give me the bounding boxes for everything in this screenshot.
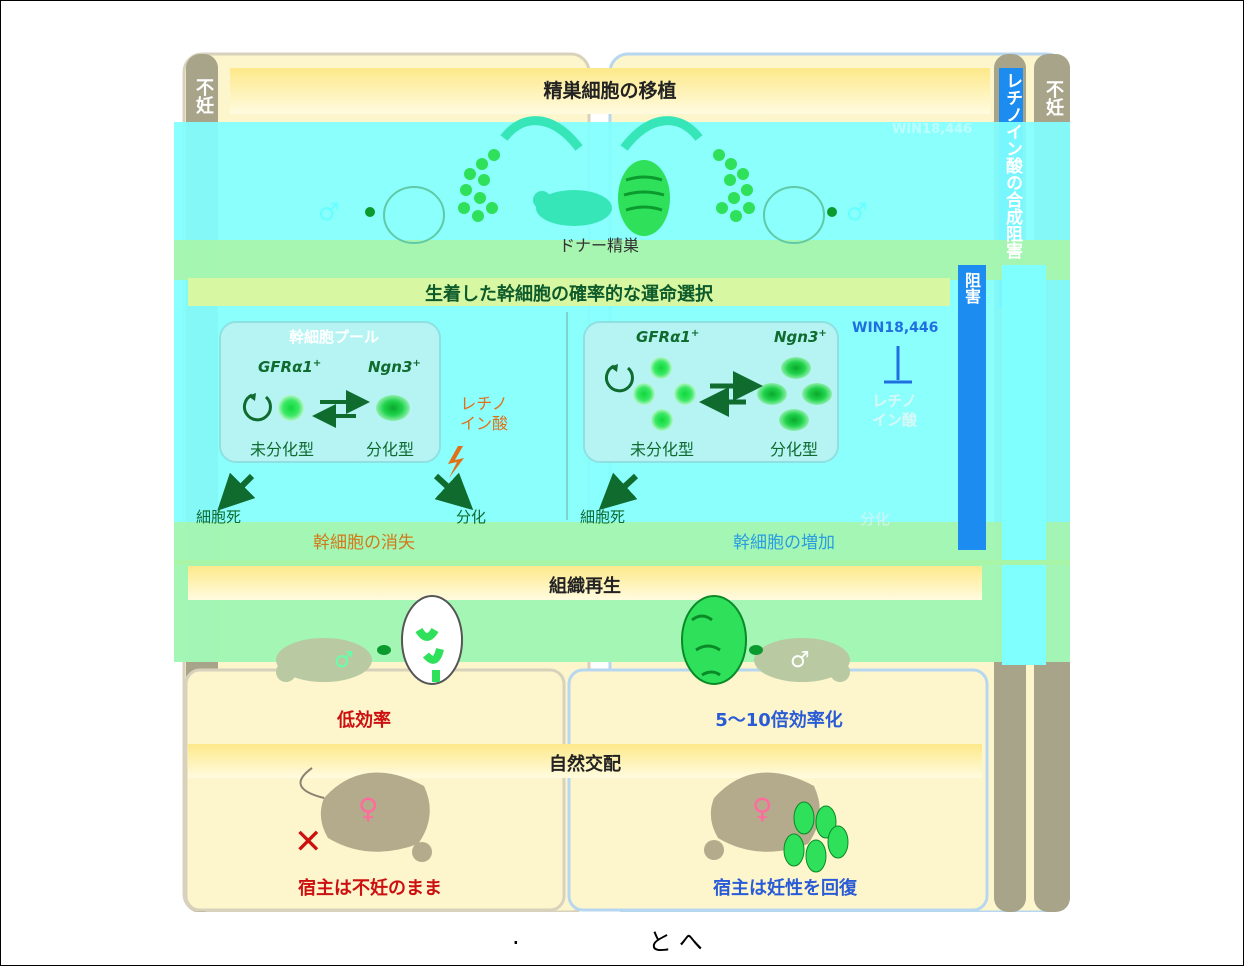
left-female-mouse — [299, 767, 432, 862]
figure: 精巣細胞の移植 不妊 不妊 レチノイン酸の合成阻害 WIN18,446 ドナー精… — [174, 50, 1074, 912]
left-female-symbol: ♀ — [358, 792, 379, 825]
left-pool-title: 幹細胞プール — [288, 328, 379, 346]
right-undiff-cells — [633, 357, 696, 431]
left-death-arrow — [217, 472, 256, 511]
caption-text: とへ — [648, 928, 711, 956]
right-regen-testis — [681, 595, 747, 685]
left-result: 宿主は不妊のまま — [298, 878, 442, 899]
left-gfra-label: GFRα1+ — [258, 358, 322, 376]
transfer-arrow-right — [620, 116, 703, 151]
right-female-mouse — [704, 772, 820, 860]
donor-label: ドナー精巣 — [558, 236, 639, 255]
regen-left-male: ♂ — [334, 648, 354, 673]
right-efficiency: 5〜10倍効率化 — [715, 710, 843, 731]
caption-dot: . — [512, 922, 520, 950]
fate-banner: 生着した幹細胞の確率的な運命選択 — [425, 284, 713, 305]
left-diff-label: 分化型 — [366, 440, 415, 459]
right-side-tab-label: 不妊 — [1043, 80, 1064, 116]
left-undiff-label: 未分化型 — [250, 440, 315, 459]
ra-lightning-icon — [448, 446, 464, 478]
right-recipient-testis — [763, 186, 837, 244]
right-outcome: 幹細胞の増加 — [733, 533, 835, 553]
left-regen-testis — [401, 595, 463, 685]
left-side-tab-label: 不妊 — [193, 78, 214, 114]
right-male-symbol: ♂ — [846, 198, 868, 226]
mating-banner: 自然交配 — [549, 754, 621, 775]
cross-icon: ✕ — [294, 822, 323, 862]
regen-banner: 組織再生 — [549, 576, 621, 597]
green-strip-top — [174, 240, 1070, 280]
right-cell-cluster — [713, 149, 755, 222]
right-death-label: 細胞死 — [580, 508, 626, 526]
figure-svg — [174, 52, 1070, 912]
right-win-label: WIN18,446 — [852, 320, 939, 336]
right-gfra-label: GFRα1+ — [636, 328, 700, 346]
top-banner-bg — [230, 68, 990, 114]
left-self-renew-head — [248, 393, 256, 401]
left-cell-cluster — [458, 149, 500, 222]
fate-banner-bg — [188, 278, 950, 306]
regen-banner-bg — [188, 566, 982, 600]
left-ra-label: レチノイン酸 — [460, 394, 509, 433]
mating-banner-bg — [188, 744, 982, 778]
ra-bar-label: レチノイン酸の合成阻害 — [1002, 72, 1022, 259]
right-female-symbol: ♀ — [752, 792, 773, 825]
right-death-arrow — [598, 472, 639, 511]
right-undiff-label: 未分化型 — [630, 440, 695, 459]
right-result: 宿主は妊性を回復 — [713, 878, 857, 899]
left-ngn-label: Ngn3+ — [368, 358, 421, 376]
left-stem-pool-box — [219, 321, 441, 463]
left-outcome: 幹細胞の消失 — [313, 533, 415, 553]
left-death-label: 細胞死 — [196, 508, 242, 526]
right-diff-cells — [757, 357, 832, 431]
inhibition-bar-front — [958, 265, 986, 550]
left-diff-arrow — [433, 472, 474, 511]
transfer-arrow-left — [500, 116, 583, 151]
regen-strip — [174, 560, 1070, 565]
donor-testis — [618, 160, 670, 236]
donor-mouse — [533, 190, 612, 226]
regen-right-male: ♂ — [790, 648, 810, 673]
right-self-renew-icon — [604, 364, 634, 393]
inhibit-bar-label: 阻害 — [962, 272, 981, 304]
right-regen-mouse — [749, 638, 850, 682]
right-ra-faint-label: レチノイン酸 — [872, 392, 918, 429]
right-diff-label: 分化型 — [770, 440, 819, 459]
right-diff-faint-label: 分化 — [860, 510, 891, 528]
left-regen-mouse — [276, 638, 391, 682]
left-undiff-cell — [278, 395, 304, 421]
left-self-renew-icon — [242, 393, 272, 422]
left-diff-outcome-label: 分化 — [456, 508, 487, 526]
left-male-symbol: ♂ — [318, 198, 340, 226]
right-cyan-column — [1002, 265, 1046, 665]
left-diff-cell — [376, 395, 410, 421]
right-self-renew-head — [610, 364, 618, 372]
offspring-pups — [783, 801, 849, 873]
left-efficiency: 低効率 — [337, 710, 391, 731]
right-ngn-label: Ngn3+ — [774, 328, 827, 346]
top-banner: 精巣細胞の移植 — [543, 80, 677, 102]
left-recipient-testis — [365, 186, 445, 244]
top-right-faint-label: WIN18,446 — [892, 122, 973, 137]
